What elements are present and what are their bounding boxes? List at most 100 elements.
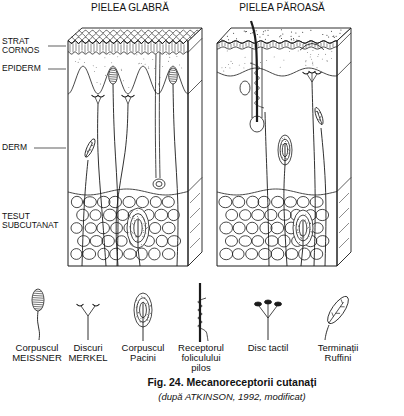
lamella xyxy=(33,299,44,301)
side-face xyxy=(188,28,202,266)
touch-dome xyxy=(300,43,324,50)
block-outline xyxy=(68,41,188,266)
lamella xyxy=(33,302,44,304)
side-texture xyxy=(190,208,200,218)
capsule xyxy=(83,138,97,159)
nerve-fiber xyxy=(284,165,287,266)
nerve-fiber xyxy=(82,160,88,266)
surface-stipple xyxy=(310,30,311,31)
cornified-hatch xyxy=(276,43,277,47)
capsule xyxy=(324,293,352,326)
surface-stipple xyxy=(291,36,292,37)
hair-shaft xyxy=(251,21,257,122)
fat-cell xyxy=(311,249,323,260)
surface-stipple xyxy=(328,37,329,38)
cornified-hatch xyxy=(294,44,295,48)
receptor-label: Corpuscul MEISSNER xyxy=(5,343,69,363)
stipple xyxy=(136,299,138,301)
stipple xyxy=(143,236,145,238)
side-face xyxy=(337,28,351,266)
cornified-hatch xyxy=(79,45,80,54)
surface-stipple xyxy=(252,32,253,33)
epidermis-stipple xyxy=(305,61,307,63)
front-face xyxy=(68,40,188,266)
epidermis-stipple xyxy=(136,54,138,56)
stipple xyxy=(136,210,138,212)
surface-stipple xyxy=(265,39,266,40)
lamella xyxy=(169,74,176,76)
layer-boundary xyxy=(68,66,188,94)
layer-label: EPIDERM xyxy=(2,64,52,73)
stipple xyxy=(281,143,283,145)
epidermis-stipple xyxy=(152,59,154,61)
layer-label: STRAT CORNOS xyxy=(2,37,46,55)
cornified-hatch xyxy=(234,42,235,46)
cornified-hatch xyxy=(163,44,164,53)
branches xyxy=(84,141,94,157)
epidermis-stipple xyxy=(312,61,314,63)
stipple xyxy=(129,226,131,228)
cornified-hatch xyxy=(130,42,131,51)
epidermis-stipple xyxy=(162,66,164,68)
stipple xyxy=(142,230,144,232)
cornified-hatch xyxy=(282,44,283,48)
column-heading: PIELEA PĂROASĂ xyxy=(222,3,342,14)
branch xyxy=(89,149,91,151)
cornified-hatch xyxy=(154,44,155,53)
merkel-disc xyxy=(303,72,310,74)
leader-line xyxy=(48,69,66,70)
epidermis-stipple xyxy=(95,67,97,69)
skin-ridge xyxy=(75,34,195,37)
surface-stipple xyxy=(227,36,228,37)
stipple xyxy=(137,312,139,314)
epidermis-stipple xyxy=(318,54,320,56)
fat-cell xyxy=(260,222,272,234)
stipple xyxy=(310,231,312,233)
side-texture xyxy=(190,193,200,203)
surface-stipple xyxy=(268,35,269,36)
cornified-hatch xyxy=(181,43,182,52)
stipple xyxy=(308,236,310,238)
branch xyxy=(318,119,320,121)
side-texture xyxy=(339,208,349,218)
surface-stipple xyxy=(279,36,280,37)
fat-cell xyxy=(78,236,90,247)
sweat-duct xyxy=(155,54,157,178)
fat-cell xyxy=(71,196,82,207)
stipple xyxy=(144,297,146,299)
epidermis-stipple xyxy=(307,52,309,54)
stipple xyxy=(147,226,149,228)
epidermis-stipple xyxy=(312,62,314,64)
stipple xyxy=(280,151,282,153)
nerve-fiber xyxy=(325,325,329,340)
fat-cell xyxy=(162,249,174,260)
cornified-hatch xyxy=(231,44,232,48)
cornified-hatch xyxy=(160,42,161,51)
epidermis-stipple xyxy=(305,60,307,62)
fat-cell xyxy=(149,248,160,260)
epidermis-stipple xyxy=(120,68,122,70)
cornified-hatch xyxy=(145,42,146,51)
capsule xyxy=(109,68,118,84)
epidermis-stipple xyxy=(312,50,314,52)
epidermis-stipple xyxy=(138,63,140,65)
surface-stipple xyxy=(299,36,300,37)
lamella xyxy=(170,72,177,74)
cornified-hatch xyxy=(70,43,71,52)
branch xyxy=(86,150,88,152)
surface-stipple xyxy=(281,38,282,39)
epidermis-stipple xyxy=(266,59,268,61)
top-face xyxy=(217,28,351,43)
stipple xyxy=(128,232,130,234)
axon xyxy=(317,111,322,125)
axon xyxy=(329,302,344,323)
branch xyxy=(315,111,317,113)
stipple xyxy=(287,152,289,154)
fat-cell xyxy=(124,249,136,259)
cornified-hatch xyxy=(106,45,107,54)
receptor-icons xyxy=(32,283,352,342)
cornified-hatch xyxy=(333,43,334,47)
stipple xyxy=(136,305,138,307)
cornified-hatch xyxy=(297,42,298,46)
surface-stipple xyxy=(291,32,292,33)
